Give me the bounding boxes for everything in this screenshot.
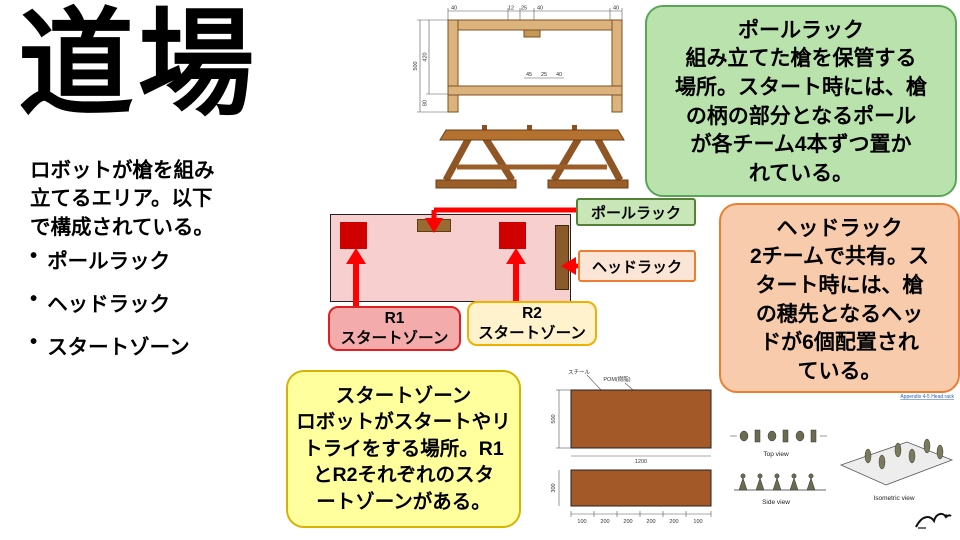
iso-shapes: [864, 438, 944, 470]
list-item: • スタートゾーン: [30, 330, 190, 360]
head-rack-plate-top: [570, 389, 712, 449]
iso-view-label: Isometric view: [873, 495, 914, 502]
bird-logo-icon: [915, 512, 952, 529]
page-title: 道場: [18, 0, 258, 129]
head-rack-tag-label: ヘッドラック: [591, 258, 682, 276]
r2-tag-line1: R2: [522, 305, 542, 323]
head-rack-cad-drawing: スチール POM(樹脂) 500 1200 300 100 200 200 20…: [551, 369, 712, 525]
head-rack-plate-side: [570, 469, 712, 507]
drawing-caption: Appendix 4-5 Head rack: [900, 394, 954, 400]
field-diagram: [330, 214, 571, 302]
side-view-label: Side view: [762, 499, 790, 506]
dim-label: 40: [451, 6, 457, 12]
dim-label: 420: [423, 52, 429, 61]
start-zone-callout-title: スタートゾーン: [335, 385, 472, 407]
rack-pegs: [482, 125, 577, 131]
dim-label: 25: [541, 72, 547, 78]
r1-tag-line2: スタートゾーン: [340, 329, 449, 347]
dim-label: 200: [669, 519, 678, 525]
dim-label: 200: [623, 519, 632, 525]
intro-text: ロボットが槍を組み 立てるエリア。以下 で構成されている。: [30, 159, 215, 239]
start-zone-callout: スタートゾーン ロボットがスタートやリ トライをする場所。R1 とR2それぞれの…: [286, 370, 521, 528]
head-views-drawing: Appendix 4-5 Head rack Top view Side vie…: [730, 394, 954, 506]
dim-label: 100: [577, 519, 586, 525]
head-rack-marker: [555, 225, 569, 290]
dim-label: 100: [693, 519, 702, 525]
dim-label: 80: [423, 100, 429, 106]
bullet-label: ポールラック: [47, 250, 171, 273]
bullet-list: • ポールラック • ヘッドラック • スタートゾーン: [30, 244, 190, 373]
bullet-label: スタートゾーン: [47, 336, 190, 359]
head-rack-callout: ヘッドラック 2チームで共有。ス タート時には、槍 の穂先となるヘッ ドが6個配…: [719, 203, 960, 393]
dim-label: 1200: [635, 459, 647, 465]
rack-frame: [447, 19, 623, 113]
material-note: POM(樹脂): [603, 375, 630, 383]
list-item: • ポールラック: [30, 244, 190, 274]
dim-label: 12: [508, 6, 514, 12]
head-rack-callout-title: ヘッドラック: [776, 217, 903, 240]
dim-label: 500: [551, 414, 557, 423]
bullet-icon: •: [30, 330, 38, 353]
pole-rack-callout: ポールラック 組み立てた槍を保管する 場所。スタート時には、槍 の柄の部分となる…: [645, 5, 957, 197]
head-rack-callout-body: 2チームで共有。ス タート時には、槍 の穂先となるヘッ ドが6個配置され ている…: [749, 245, 930, 384]
r2-start-zone-square: [499, 222, 526, 249]
r1-tag-line1: R1: [384, 310, 405, 328]
r1-start-zone-square: [340, 222, 367, 249]
r2-tag-line2: スタートゾーン: [478, 324, 586, 342]
bullet-icon: •: [30, 287, 38, 310]
dim-label: 40: [537, 6, 543, 12]
dim-label: 500: [413, 61, 419, 70]
top-view-shapes: [739, 429, 817, 443]
dim-label: 300: [551, 483, 557, 492]
list-item: • ヘッドラック: [30, 287, 190, 317]
pole-rack-tag-label: ポールラック: [590, 204, 681, 222]
dim-label: 40: [556, 72, 562, 78]
dim-label: 200: [600, 519, 609, 525]
bullet-icon: •: [30, 244, 38, 267]
dim-label: 40: [613, 6, 619, 12]
r2-start-zone-tag: R2 スタートゾーン: [467, 301, 597, 346]
pole-rack-tag: ポールラック: [576, 198, 696, 226]
pole-rack-marker: [417, 219, 451, 232]
side-view-shapes: [738, 473, 816, 491]
dim-label: 200: [646, 519, 655, 525]
rack-feet: [435, 179, 629, 189]
pole-rack-3d-image: [435, 125, 629, 189]
bullet-label: ヘッドラック: [47, 293, 171, 316]
start-zone-callout-body: ロボットがスタートやリ トライをする場所。R1 とR2それぞれのスタ ートゾーン…: [296, 411, 511, 514]
dim-label: 25: [521, 6, 527, 12]
pole-rack-callout-title: ポールラック: [738, 19, 864, 42]
rack-legs: [442, 134, 624, 182]
material-note: スチール: [568, 369, 591, 376]
head-rack-tag: ヘッドラック: [578, 250, 696, 282]
top-view-label: Top view: [763, 451, 789, 458]
pole-rack-cad-drawing: 40 12 25 40 40 500 420 80 45 25 40: [413, 6, 623, 113]
pole-rack-callout-body: 組み立てた槍を保管する 場所。スタート時には、槍 の柄の部分となるポール が各チ…: [675, 47, 927, 186]
dim-label: 45: [526, 72, 532, 78]
iso-platform: [839, 441, 954, 486]
r1-start-zone-tag: R1 スタートゾーン: [328, 306, 461, 351]
rack-top-bar: [439, 129, 625, 141]
